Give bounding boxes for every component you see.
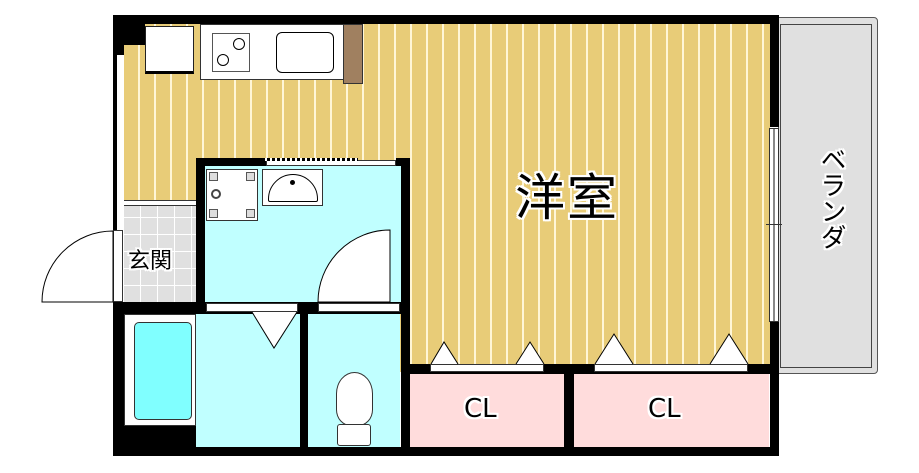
front-door-swing <box>41 230 114 303</box>
closet-right-label: CL <box>648 394 681 424</box>
wall-right-upper <box>770 15 779 127</box>
wall-top <box>113 15 779 24</box>
drain-icon <box>211 189 221 199</box>
pan-corner <box>246 172 255 181</box>
wall-closet-divider <box>564 364 574 454</box>
closet-door-fold <box>515 341 545 365</box>
wall-left-lower <box>113 302 124 454</box>
wall-washroom-left <box>196 158 205 314</box>
wall-bath-toilet <box>300 302 308 454</box>
refrigerator <box>145 26 194 74</box>
closet-left-label: CL <box>464 394 497 424</box>
veranda-label: ベランダ <box>816 146 846 250</box>
wall-right-lower <box>770 322 779 454</box>
closet-right-door-opening[interactable] <box>594 364 748 372</box>
pan-corner <box>209 209 218 218</box>
bath-folding-door <box>251 311 298 349</box>
wash-basin <box>262 169 323 206</box>
closet-left-door-opening[interactable] <box>430 364 544 372</box>
entrance-label: 玄関 <box>128 249 173 274</box>
pan-corner <box>209 172 218 181</box>
toilet-tank <box>337 424 371 446</box>
window-center-tick <box>766 224 782 225</box>
veranda-inner-line <box>780 24 872 368</box>
faucet-icon <box>290 180 295 185</box>
entrance-floor <box>124 206 196 302</box>
kitchen-sink <box>276 32 334 73</box>
wall-left <box>113 40 117 230</box>
closet-door-fold <box>430 341 459 365</box>
veranda-window[interactable] <box>769 128 779 322</box>
burner-icon <box>233 38 245 50</box>
bathroom-floor <box>196 314 300 450</box>
entrance-step <box>124 200 196 206</box>
washing-machine-pan <box>206 169 258 221</box>
washroom-door-swing <box>317 229 391 303</box>
counter-end <box>343 24 363 84</box>
wall-bottom <box>113 447 779 456</box>
western-room-label: 洋室 <box>515 169 619 227</box>
closet-door-fold <box>709 333 749 365</box>
stove <box>212 33 250 72</box>
closet-left <box>410 374 564 448</box>
washroom-curtain-rail <box>262 158 358 161</box>
bathtub <box>124 314 196 426</box>
pan-corner <box>246 209 255 218</box>
wall-left-corner <box>113 15 145 45</box>
closet-right <box>574 374 769 448</box>
wall-bath-corner <box>113 424 196 454</box>
burner-icon <box>217 54 229 66</box>
wall-washroom-top <box>196 158 266 166</box>
window-pane-line <box>773 129 775 321</box>
toilet-bowl <box>336 372 373 426</box>
closet-door-fold <box>594 333 634 365</box>
bath-door-opening[interactable] <box>206 303 298 312</box>
toilet-door-opening[interactable] <box>318 303 400 312</box>
wall-closet-top <box>401 364 779 374</box>
bathtub-basin <box>134 322 192 420</box>
